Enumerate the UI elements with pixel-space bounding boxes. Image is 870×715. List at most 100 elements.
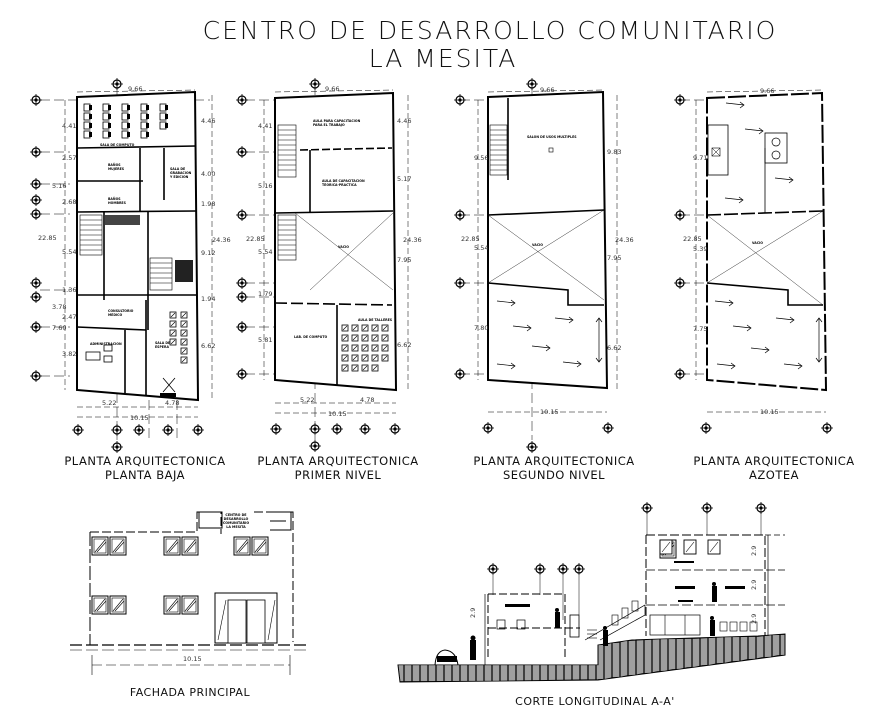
drawing-subtitle: LA MESITA [368, 44, 518, 73]
caption-line-1: PLANTA ARQUITECTONICA [64, 454, 226, 468]
caption-line-1: PLANTA ARQUITECTONICA [473, 454, 635, 468]
svg-text:AULA DE TALLERES: AULA DE TALLERES [358, 318, 393, 322]
svg-text:LA MESITA: LA MESITA [226, 525, 246, 529]
svg-text:PARA EL TRABAJO: PARA EL TRABAJO [313, 123, 345, 127]
svg-text:BAÑOS: BAÑOS [108, 196, 121, 201]
svg-text:7.60: 7.60 [52, 324, 66, 332]
svg-text:5.16: 5.16 [52, 182, 66, 190]
svg-text:2.47: 2.47 [62, 313, 76, 321]
svg-text:1.94: 1.94 [201, 295, 215, 303]
facade-dimension: 10.15 [183, 655, 202, 663]
svg-text:MUJERES: MUJERES [108, 167, 125, 171]
svg-text:5.54: 5.54 [258, 248, 272, 256]
svg-text:MEDICO: MEDICO [108, 313, 123, 317]
svg-text:5.16: 5.16 [258, 182, 272, 190]
svg-text:24.36: 24.36 [403, 236, 422, 244]
svg-text:VACIO: VACIO [532, 243, 543, 247]
svg-text:10.15: 10.15 [540, 408, 559, 416]
svg-text:4.46: 4.46 [397, 117, 411, 125]
caption-azotea: PLANTA ARQUITECTONICA AZOTEA [684, 454, 864, 482]
svg-text:2.9: 2.9 [750, 580, 758, 590]
svg-text:2.9: 2.9 [750, 546, 758, 556]
svg-text:9.66: 9.66 [760, 87, 774, 95]
caption-primer-nivel: PLANTA ARQUITECTONICA PRIMER NIVEL [248, 454, 428, 482]
plan-azotea: VACIO 9.66 9.71 22.85 5.39 7.75 10.15 [673, 87, 834, 435]
svg-text:10.15: 10.15 [130, 414, 149, 422]
svg-text:9.66: 9.66 [128, 85, 142, 93]
svg-text:4.46: 4.46 [201, 117, 215, 125]
svg-text:AULA PARA CAPACITACION: AULA PARA CAPACITACION [313, 119, 361, 123]
svg-text:7.80: 7.80 [474, 324, 488, 332]
svg-text:9.12: 9.12 [201, 249, 215, 257]
svg-text:24.36: 24.36 [212, 236, 231, 244]
svg-text:2.57: 2.57 [62, 154, 76, 162]
svg-text:5.39: 5.39 [693, 245, 707, 253]
svg-text:9.71: 9.71 [693, 154, 707, 162]
svg-text:9.66: 9.66 [540, 86, 554, 94]
svg-text:COMUNITARIO: COMUNITARIO [223, 521, 249, 525]
svg-text:4.78: 4.78 [165, 399, 179, 407]
svg-text:5.22: 5.22 [300, 396, 314, 404]
svg-text:ESPERA: ESPERA [155, 345, 169, 349]
svg-text:6.62: 6.62 [201, 342, 215, 350]
caption-line-2: AZOTEA [749, 468, 799, 482]
svg-text:10.15: 10.15 [760, 408, 779, 416]
svg-text:SALA DE COMPUTO: SALA DE COMPUTO [100, 143, 135, 147]
svg-text:2.9: 2.9 [469, 608, 477, 618]
facade-elevation: 10.15 CENTRO DE DESARROLLO COMUNITARIO L… [70, 511, 310, 675]
svg-text:4.41: 4.41 [258, 122, 272, 130]
caption-line-1: PLANTA ARQUITECTONICA [693, 454, 855, 468]
caption-corte: CORTE LONGITUDINAL A-A' [515, 695, 675, 708]
svg-text:24.36: 24.36 [615, 236, 634, 244]
svg-text:3.82: 3.82 [62, 350, 76, 358]
longitudinal-section: 2.9 [397, 501, 786, 683]
svg-text:SALON DE USOS MULTIPLES: SALON DE USOS MULTIPLES [527, 135, 577, 139]
svg-text:TEORICA-PRACTICA: TEORICA-PRACTICA [322, 183, 357, 187]
svg-text:22.85: 22.85 [461, 235, 480, 243]
svg-text:BAÑOS: BAÑOS [108, 162, 121, 167]
svg-text:GRABACION: GRABACION [170, 171, 192, 175]
svg-text:9.83: 9.83 [607, 148, 621, 156]
svg-text:22.85: 22.85 [246, 235, 265, 243]
svg-text:5.22: 5.22 [102, 399, 116, 407]
svg-text:1.36: 1.36 [62, 286, 76, 294]
caption-line-2: PLANTA BAJA [104, 468, 186, 482]
svg-text:7.95: 7.95 [607, 254, 621, 262]
svg-text:9.56: 9.56 [474, 154, 488, 162]
svg-text:5.54: 5.54 [474, 244, 488, 252]
svg-text:5.81: 5.81 [258, 336, 272, 344]
svg-text:SALA DE: SALA DE [170, 167, 185, 171]
plan-segundo-nivel: VACIO SALON DE USOS MULTIPLES 9.66 9.56 … [453, 77, 634, 454]
caption-segundo-nivel: PLANTA ARQUITECTONICA SEGUNDO NIVEL [464, 454, 644, 482]
svg-text:1.79: 1.79 [258, 290, 272, 298]
svg-text:5.54: 5.54 [62, 248, 76, 256]
svg-text:7.75: 7.75 [693, 325, 707, 333]
svg-text:AULA DE CAPACITACION: AULA DE CAPACITACION [322, 179, 365, 183]
svg-text:9.66: 9.66 [325, 85, 339, 93]
svg-text:3.78: 3.78 [52, 303, 66, 311]
plan-primer-nivel: VACIO AULA PARA CAPACITACION PARA EL TRA… [235, 77, 422, 453]
caption-fachada: FACHADA PRINCIPAL [129, 686, 251, 699]
svg-text:6.62: 6.62 [607, 344, 621, 352]
svg-text:2.9: 2.9 [750, 614, 758, 624]
svg-text:CONSULTORIO: CONSULTORIO [108, 309, 134, 313]
svg-text:2.68: 2.68 [62, 198, 76, 206]
svg-text:6.62: 6.62 [397, 341, 411, 349]
svg-text:CENTRO DE: CENTRO DE [225, 513, 247, 517]
svg-text:22.85: 22.85 [38, 234, 57, 242]
svg-text:1.98: 1.98 [201, 200, 215, 208]
svg-text:4.78: 4.78 [360, 396, 374, 404]
svg-text:VACIO: VACIO [338, 245, 349, 249]
drawing-title: CENTRO DE DESARROLLO COMUNITARIO [202, 16, 778, 45]
svg-text:SALA DE: SALA DE [155, 341, 170, 345]
svg-text:5.17: 5.17 [397, 175, 411, 183]
svg-text:VACIO: VACIO [752, 241, 763, 245]
svg-text:LAB. DE COMPUTO: LAB. DE COMPUTO [294, 335, 328, 339]
svg-text:Y EDICION: Y EDICION [169, 175, 189, 179]
caption-line-1: PLANTA ARQUITECTONICA [257, 454, 419, 468]
svg-text:ADMINISTRACION: ADMINISTRACION [90, 342, 122, 346]
svg-text:4.00: 4.00 [201, 170, 215, 178]
caption-planta-baja: PLANTA ARQUITECTONICA PLANTA BAJA [55, 454, 235, 482]
